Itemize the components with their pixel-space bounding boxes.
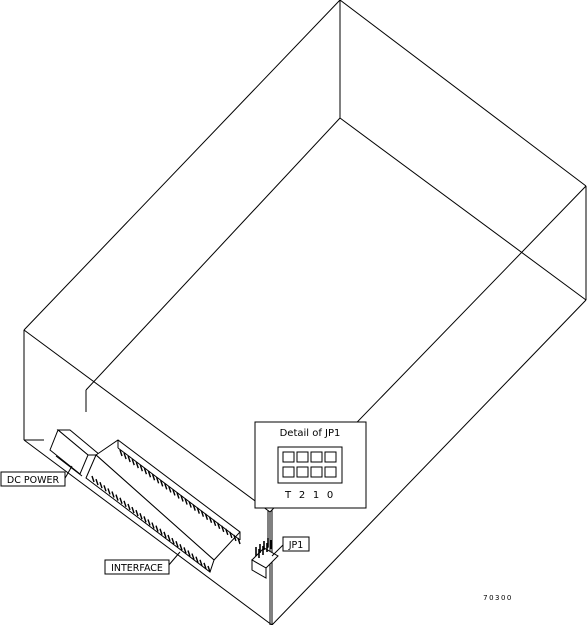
jp1-detail-pins <box>282 451 337 478</box>
jp1-pin-label-1: 1 <box>313 490 319 501</box>
pin <box>143 516 147 523</box>
pin <box>107 488 111 495</box>
jp1-label: JP1 <box>288 540 304 551</box>
interface-callout: INTERFACE <box>104 551 181 575</box>
pin <box>155 477 160 484</box>
pin <box>131 506 135 514</box>
pin <box>123 452 127 460</box>
figure-number: 70300 <box>483 594 513 602</box>
pin <box>151 474 156 481</box>
pin <box>95 478 99 486</box>
jp1-jumper-block <box>251 510 279 579</box>
pin <box>135 509 139 517</box>
pin <box>183 547 187 554</box>
pin <box>179 544 183 551</box>
pin <box>119 449 123 457</box>
pin <box>115 494 119 501</box>
drive-housing <box>23 0 587 625</box>
pin <box>123 500 127 508</box>
pin <box>175 540 179 548</box>
pin <box>127 455 131 463</box>
pin <box>180 495 184 502</box>
pin <box>159 528 163 535</box>
pin <box>207 565 211 573</box>
pin <box>192 504 196 511</box>
pin <box>225 528 229 536</box>
pin <box>167 534 171 542</box>
pin <box>119 497 123 504</box>
interface-pin-row-top <box>119 449 241 545</box>
jp1-detail-callout: Detail of JP1 T 2 1 0 <box>254 421 367 509</box>
pin <box>200 510 205 517</box>
pin <box>147 471 152 478</box>
dc-power-callout: DC POWER <box>0 465 73 487</box>
pin <box>131 458 135 466</box>
pin <box>168 486 172 493</box>
pin <box>155 525 159 532</box>
pin <box>203 562 207 570</box>
jp1-pin-label-0: 0 <box>327 490 333 501</box>
pin <box>135 461 139 469</box>
pin <box>147 519 151 526</box>
pin <box>139 464 144 472</box>
pin <box>204 513 209 520</box>
interface-label: INTERFACE <box>111 563 163 574</box>
pin <box>208 516 213 523</box>
pin <box>229 531 233 539</box>
pin <box>172 489 176 496</box>
pin <box>91 475 95 483</box>
pin <box>99 481 103 489</box>
pin <box>196 507 200 514</box>
pin <box>143 467 148 475</box>
pin <box>163 531 167 539</box>
pin <box>184 498 188 505</box>
pin <box>151 522 155 529</box>
pin <box>195 556 199 563</box>
jp1-pin-label-t: T <box>284 490 292 501</box>
pin <box>171 537 175 545</box>
pin <box>199 559 203 567</box>
jp1-callout: JP1 <box>271 536 310 557</box>
pin <box>176 492 180 499</box>
interface-pin-row-bottom <box>91 475 211 573</box>
interface-connector <box>85 439 241 573</box>
pin <box>164 483 168 490</box>
pin <box>188 501 192 508</box>
pin <box>139 513 143 520</box>
pin <box>212 519 217 527</box>
jp1-pin-label-2: 2 <box>299 490 305 501</box>
pin <box>111 491 115 498</box>
pin <box>127 503 131 511</box>
pin <box>237 537 241 545</box>
pin <box>216 522 221 530</box>
pin <box>221 525 225 533</box>
pin <box>160 480 164 487</box>
dc-power-label: DC POWER <box>7 475 60 486</box>
pin <box>191 553 195 560</box>
jp1-detail-title: Detail of JP1 <box>280 428 341 439</box>
pin <box>187 550 191 557</box>
pin <box>103 485 107 492</box>
pin <box>233 534 237 542</box>
